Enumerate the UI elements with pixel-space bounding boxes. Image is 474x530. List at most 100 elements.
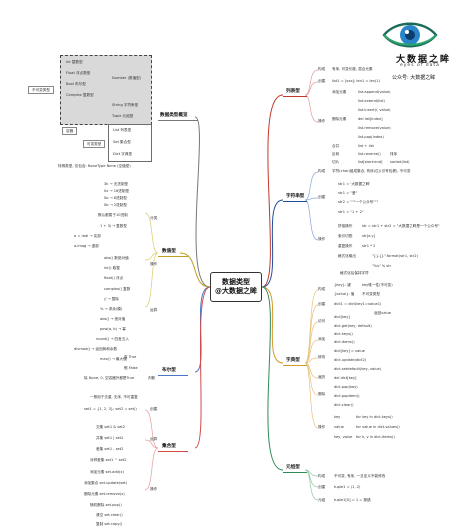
numeric-item: // → 整除	[104, 297, 119, 301]
numeric-item: divmod() → 返回商和余数	[74, 347, 118, 351]
set-item: 交集 set1 & set2	[96, 425, 125, 429]
dict-item: 不可变类型	[362, 292, 380, 296]
numeric-item: float() 浮点	[104, 276, 124, 280]
bool-item: 除 None, 0, 空容器外都是True	[84, 376, 135, 380]
dict-item: for value in dict.values()	[356, 425, 400, 429]
dict-item: dict1 = dict(key1=value1)	[334, 302, 382, 306]
numeric-item: a = real → 实部	[74, 234, 101, 238]
string-item: str1 = '大数据之眸'	[338, 182, 371, 186]
dict-item: key	[334, 415, 341, 419]
list-item: list.append(value)	[358, 90, 391, 94]
dict-item: for key in dict.keys()	[356, 415, 393, 419]
dict-group-add: 添加	[318, 337, 326, 341]
dict-item: del dict[key]	[334, 376, 357, 380]
string-item: 字符(char)组成集合, 有序(位)(引号包裹), 不可变	[332, 169, 411, 173]
central-topic: 数据类型 @大数据之眸	[210, 272, 262, 302]
string-item: 拼接操作	[338, 224, 353, 228]
numeric-item: 0x → 16进制型	[104, 189, 130, 193]
string-item: str2 = """一个公众号"""	[338, 200, 379, 204]
section-list: 列表型	[286, 89, 300, 94]
numeric-item: abs() 数绝对值	[104, 256, 129, 260]
string-group-op: 操作	[318, 237, 326, 241]
section-string: 字符串型	[286, 194, 305, 199]
numeric-item: abs() → 绝对值	[100, 317, 126, 321]
numeric-group-class: 分类	[150, 216, 158, 220]
dict-item: dict.popitem()	[334, 394, 360, 398]
list-item: list.reverse()	[358, 152, 381, 156]
set-group-calc: 运算	[150, 437, 158, 441]
set-group-op: 操作	[150, 487, 158, 491]
tuple-group-tuple: 元组	[318, 498, 326, 502]
string-item: "{}.{}".format(str1, str2)	[372, 254, 418, 258]
set-group-create: 创建	[150, 407, 158, 411]
set-item: 复制 set.copy()	[96, 522, 123, 526]
set-item: 对称差集 set1 ^ set2	[90, 458, 127, 462]
overview-special: 特殊类型, 仅包含: NoneType None (空值型)	[58, 164, 131, 168]
bool-item: 真 True	[124, 355, 137, 359]
set-item: 添加元素 set.add(x)	[90, 470, 124, 474]
string-item: "%s" % str	[372, 264, 392, 268]
string-item: str1 * 2	[362, 244, 376, 248]
numeric-item: pow(a, b) → 幂	[100, 327, 126, 331]
overview-string: String 字符串型	[112, 103, 139, 107]
string-item: 格式化后保持字符	[340, 271, 369, 275]
dict-item: for k, v in dict.items()	[356, 435, 395, 439]
set-item: 清空 set.clear()	[96, 513, 123, 517]
overview-complex: Complex 复数型	[66, 93, 94, 97]
list-item: 有序, 可变长度, 混合元素	[332, 67, 373, 71]
list-item: list.extend(list)	[358, 99, 385, 103]
numeric-item: round() → 四舍五入	[96, 337, 129, 341]
list-item: 合并	[332, 144, 340, 148]
list-item: 反转	[332, 152, 340, 156]
dict-item: dict.update(dict2)	[334, 358, 367, 362]
overview-immutable-group	[60, 55, 152, 125]
dict-item: dict[key]	[334, 315, 350, 319]
numeric-item: 0b → 2进制型	[104, 203, 127, 207]
string-item: str1 = "1 + 2"	[338, 210, 364, 214]
string-item: 格式化输出	[338, 254, 356, 258]
string-item: str[x:y]	[362, 234, 376, 238]
string-item: str = str1 + str2 = "大数据之眸是一个公众号"	[362, 224, 440, 228]
dict-item: dict.clear()	[334, 403, 354, 407]
list-item: list1 = [xxx]; len1 = len(1)	[332, 79, 381, 83]
string-item: 重复操作	[338, 244, 353, 248]
set-item: 随机删除 set.pop()	[90, 503, 122, 507]
set-item: 并集 set1 | set2	[96, 436, 124, 440]
list-item: list.pop(index)	[358, 135, 384, 139]
dict-group-iter: 遍历	[318, 375, 326, 379]
list-item: del list[index]	[358, 117, 383, 121]
wechat-account: 公众号: 大数据之眸	[392, 75, 436, 81]
dict-item: key, value	[334, 435, 353, 439]
dict-item: dict.setdefault(key, value)	[334, 367, 382, 371]
string-group-create: 创建	[318, 195, 326, 199]
set-item: 添加集合 set.update(set)	[84, 481, 128, 485]
dict-group-op: 操作	[318, 425, 326, 429]
section-dict: 字典型	[286, 358, 300, 363]
overview-list: List 列表型	[113, 128, 132, 132]
dict-group-access: 访问	[318, 319, 326, 323]
overview-float: Float 浮点数型	[66, 71, 91, 75]
tuple-group-build: 构成	[318, 474, 326, 478]
central-title: 数据类型	[222, 278, 250, 286]
dict-item: dict.items()	[334, 340, 355, 344]
dict-item: {key}: 键	[334, 283, 351, 287]
tuple-item: tuple1 = (1, 2)	[334, 485, 361, 489]
list-item: 排序	[390, 152, 398, 156]
overview-mutable-group	[108, 124, 152, 162]
immutable-label: 不可变类型	[28, 86, 54, 94]
string-item: 索引切割	[338, 234, 353, 238]
dict-group-create: 创建	[318, 302, 326, 306]
section-numeric: 数值型	[162, 249, 176, 254]
eye-logo-icon	[382, 22, 438, 48]
section-bool: 布尔型	[162, 368, 176, 373]
brand-subtitle: eyes of data	[400, 63, 440, 68]
numeric-item: 0o → 8进制型	[104, 196, 127, 200]
numeric-item: 1 + 3j → 复数型	[100, 224, 127, 228]
dict-item: 返回value	[374, 311, 392, 315]
set-item: 删除元素 set.remove(x)	[84, 492, 125, 496]
list-group-op: 操作	[318, 119, 326, 123]
bool-item: 判断	[148, 376, 156, 380]
dict-item: dict.get(key, default)	[334, 324, 372, 328]
dict-item: dict[key] = value	[334, 349, 365, 353]
